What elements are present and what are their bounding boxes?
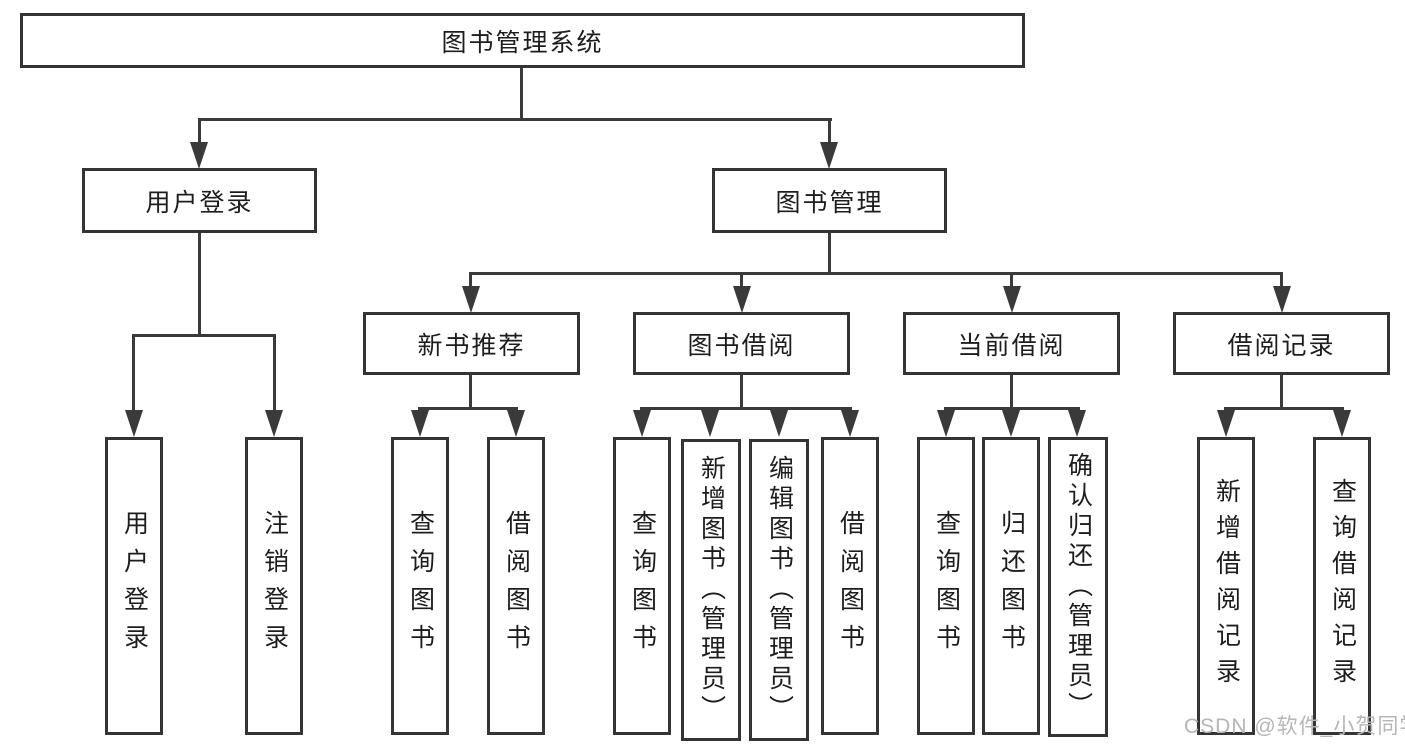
connector-line (1010, 272, 1013, 288)
leaf-query-books: 查询图书 (613, 437, 671, 735)
node-label: 当前借阅 (957, 331, 1066, 360)
leaf-label: 编辑图书（管理员） (765, 455, 794, 725)
connector-line (1280, 375, 1283, 409)
leaf-label: 查询图书 (628, 510, 657, 662)
connector-line (418, 407, 518, 410)
leaf-return-books: 归还图书 (982, 437, 1040, 735)
leaf-label: 用户登录 (120, 510, 149, 662)
connector-line (273, 334, 276, 412)
arrow-down-icon (462, 286, 480, 313)
connector-line (198, 118, 832, 121)
arrow-down-icon (125, 410, 143, 437)
connector-line (469, 375, 472, 409)
arrow-down-icon (507, 410, 525, 437)
connector-line (198, 233, 201, 336)
leaf-edit-books-admin: 编辑图书（管理员） (749, 439, 809, 741)
leaf-label: 归还图书 (997, 510, 1026, 662)
node-label: 新书推荐 (417, 331, 526, 360)
connector-line (469, 272, 472, 288)
node-label: 用户登录 (145, 188, 254, 217)
connector-line (1224, 407, 1344, 410)
arrow-down-icon (841, 410, 859, 437)
connector-line (1280, 272, 1283, 288)
arrow-down-icon (820, 142, 838, 169)
node-new-book-recommend: 新书推荐 (363, 312, 580, 375)
leaf-logout: 注销登录 (245, 437, 303, 735)
arrow-down-icon (190, 142, 208, 169)
leaf-label: 新增借阅记录 (1212, 478, 1241, 694)
arrow-down-icon (633, 410, 651, 437)
node-book-borrowing: 图书借阅 (633, 312, 850, 375)
connector-line (132, 334, 276, 337)
node-current-borrowing: 当前借阅 (903, 312, 1120, 375)
arrow-down-icon (770, 410, 788, 437)
leaf-add-borrow-record: 新增借阅记录 (1197, 437, 1255, 735)
leaf-borrow-books: 借阅图书 (821, 437, 879, 735)
leaf-confirm-return-admin: 确认归还（管理员） (1048, 437, 1108, 737)
leaf-query-borrow-record: 查询借阅记录 (1313, 437, 1371, 735)
leaf-query-books: 查询图书 (917, 437, 975, 735)
leaf-query-books: 查询图书 (391, 437, 449, 735)
node-label: 图书管理系统 (441, 28, 604, 57)
arrow-down-icon (1333, 410, 1351, 437)
arrow-down-icon (411, 410, 429, 437)
connector-line (520, 68, 523, 120)
leaf-label: 查询图书 (932, 510, 961, 662)
arrow-down-icon (701, 410, 719, 437)
arrow-down-icon (1068, 410, 1086, 437)
connector-line (640, 407, 852, 410)
leaf-label: 新增图书（管理员） (697, 455, 726, 725)
arrow-down-icon (937, 410, 955, 437)
connector-line (944, 407, 1080, 410)
leaf-user-login: 用户登录 (105, 437, 163, 735)
leaf-label: 查询图书 (406, 510, 435, 662)
connector-line (1010, 375, 1013, 409)
node-library-management-system: 图书管理系统 (20, 13, 1025, 68)
leaf-label: 借阅图书 (836, 510, 865, 662)
node-user-login: 用户登录 (82, 168, 317, 233)
connector-line (740, 375, 743, 409)
node-label: 图书管理 (775, 188, 884, 217)
connector-line (198, 118, 201, 144)
arrow-down-icon (733, 286, 751, 313)
connector-line (828, 233, 831, 274)
arrow-down-icon (1002, 410, 1020, 437)
leaf-label: 查询借阅记录 (1328, 478, 1357, 694)
connector-line (828, 118, 831, 144)
leaf-add-books-admin: 新增图书（管理员） (681, 439, 741, 741)
node-book-management: 图书管理 (712, 168, 947, 233)
connector-line (740, 272, 743, 288)
leaf-label: 借阅图书 (502, 510, 531, 662)
arrow-down-icon (1273, 286, 1291, 313)
connector-line (132, 334, 135, 412)
node-label: 图书借阅 (687, 331, 796, 360)
leaf-borrow-books: 借阅图书 (487, 437, 545, 735)
node-label: 借阅记录 (1227, 331, 1336, 360)
arrow-down-icon (1003, 286, 1021, 313)
csdn-watermark: CSDN @软件_小贺同学 (1184, 715, 1405, 738)
node-borrowing-records: 借阅记录 (1173, 312, 1390, 375)
arrow-down-icon (265, 410, 283, 437)
leaf-label: 注销登录 (260, 510, 289, 662)
arrow-down-icon (1217, 410, 1235, 437)
leaf-label: 确认归还（管理员） (1064, 452, 1093, 722)
connector-line (469, 272, 1283, 275)
